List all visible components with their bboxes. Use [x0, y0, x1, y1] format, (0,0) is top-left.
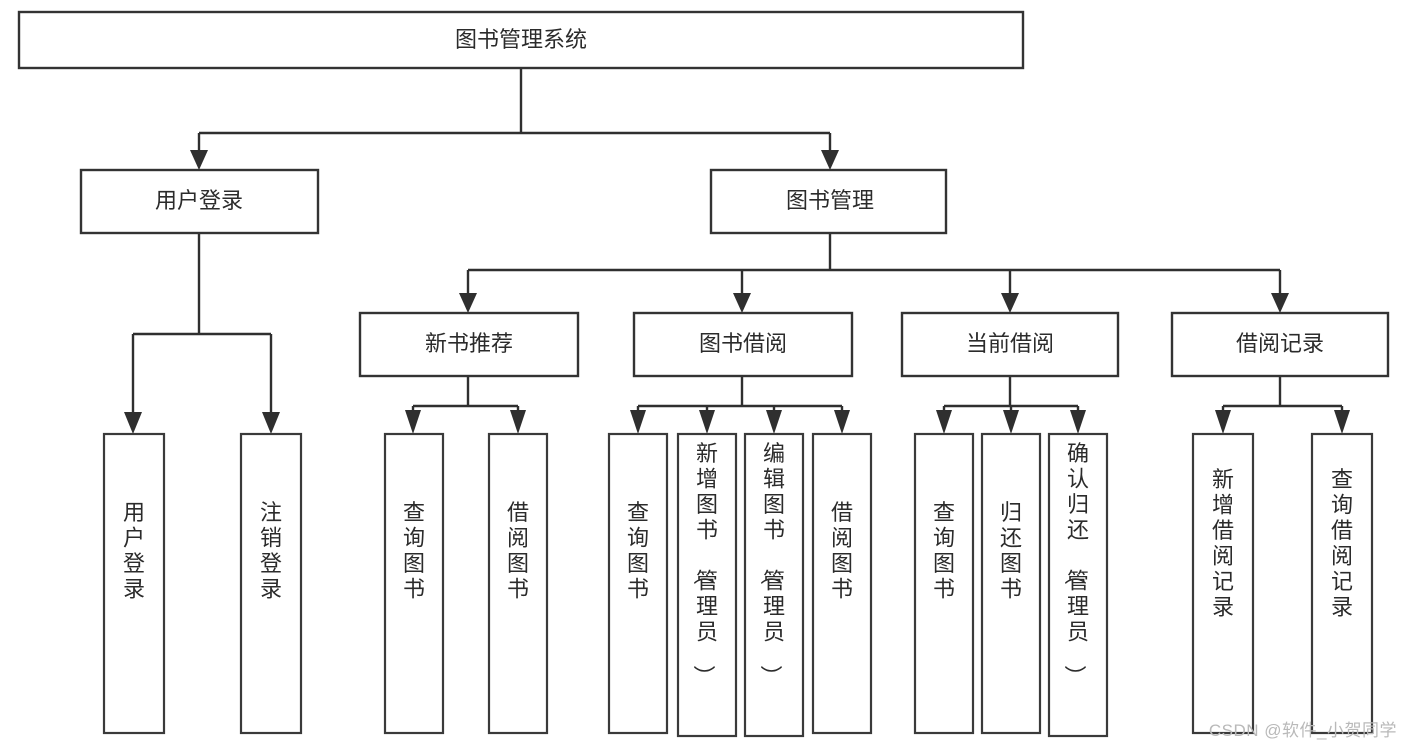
node-leaf-borrow-book-1[interactable]: 借阅图书 — [487, 432, 549, 735]
node-leaf-user-login-label: 用户登录 — [123, 500, 145, 602]
arrowhead-leaf-add-record — [1215, 410, 1231, 434]
arrowhead-user-login — [190, 150, 208, 170]
node-leaf-query-book-1-box[interactable] — [383, 432, 445, 735]
arrowhead-leaf-confirm-return — [1070, 410, 1086, 434]
node-borrow-record-box[interactable] — [1170, 311, 1390, 378]
node-leaf-query-book-1[interactable]: 查询图书 — [383, 432, 445, 735]
node-leaf-borrow-book-2[interactable]: 借阅图书 — [811, 432, 873, 735]
node-book-borrow[interactable]: 图书借阅 — [632, 311, 854, 378]
node-user-login[interactable]: 用户登录 — [79, 168, 320, 235]
node-leaf-add-record-label: 新增借阅记录 — [1212, 467, 1234, 620]
node-book-borrow-label: 图书借阅 — [699, 331, 787, 356]
arrowhead-leaf-user-login — [124, 412, 142, 434]
connector-layer — [124, 68, 1350, 434]
node-leaf-query-book-3-label: 查询图书 — [933, 500, 955, 602]
node-leaf-query-book-2[interactable]: 查询图书 — [607, 432, 669, 735]
arrowhead-leaf-return-book — [1003, 410, 1019, 434]
arrowhead-leaf-query-book-1 — [405, 410, 421, 434]
arrowhead-leaf-add-book — [699, 410, 715, 434]
node-leaf-add-book-label: 新增图书（管理员） — [691, 441, 718, 687]
node-current-borrow-label: 当前借阅 — [966, 331, 1054, 356]
arrowhead-leaf-query-book-2 — [630, 410, 646, 434]
node-leaf-query-book-2-box[interactable] — [607, 432, 669, 735]
node-leaf-user-login-box[interactable] — [102, 432, 166, 735]
node-leaf-logout-login[interactable]: 注销登录 — [239, 432, 303, 735]
node-leaf-user-login[interactable]: 用户登录 — [102, 432, 166, 735]
node-leaf-add-book-box[interactable] — [676, 432, 738, 738]
node-leaf-return-book-box[interactable] — [980, 432, 1042, 735]
node-leaf-confirm-return-label: 确认归还（管理员） — [1062, 441, 1089, 687]
node-new-book-recommend[interactable]: 新书推荐 — [358, 311, 580, 378]
node-leaf-return-book-label: 归还图书 — [1000, 500, 1022, 602]
node-book-borrow-box[interactable] — [632, 311, 854, 378]
node-leaf-add-book[interactable]: 新增图书（管理员） — [676, 432, 738, 738]
node-root-box[interactable] — [17, 10, 1025, 70]
node-leaf-query-book-3-box[interactable] — [913, 432, 975, 735]
node-leaf-logout-login-box[interactable] — [239, 432, 303, 735]
arrowhead-current-borrow — [1001, 293, 1019, 313]
node-borrow-record[interactable]: 借阅记录 — [1170, 311, 1390, 378]
node-new-book-recommend-box[interactable] — [358, 311, 580, 378]
arrowhead-leaf-borrow-book-1 — [510, 410, 526, 434]
node-leaf-edit-book[interactable]: 编辑图书（管理员） — [743, 432, 805, 738]
node-leaf-borrow-book-1-label: 借阅图书 — [507, 500, 529, 602]
node-user-login-box[interactable] — [79, 168, 320, 235]
node-leaf-query-record-label: 查询借阅记录 — [1331, 467, 1353, 620]
node-leaf-query-book-2-label: 查询图书 — [627, 500, 649, 602]
arrowhead-book-management — [821, 150, 839, 170]
node-root-label: 图书管理系统 — [455, 27, 587, 52]
node-leaf-query-book-1-label: 查询图书 — [403, 500, 425, 602]
node-leaf-borrow-book-2-box[interactable] — [811, 432, 873, 735]
node-leaf-query-record[interactable]: 查询借阅记录 — [1310, 432, 1374, 735]
node-book-management-box[interactable] — [709, 168, 948, 235]
arrowhead-leaf-edit-book — [766, 410, 782, 434]
node-book-management-label: 图书管理 — [786, 188, 874, 213]
node-leaf-query-book-3[interactable]: 查询图书 — [913, 432, 975, 735]
arrowhead-leaf-query-book-3 — [936, 410, 952, 434]
node-leaf-query-record-box[interactable] — [1310, 432, 1374, 735]
node-current-borrow[interactable]: 当前借阅 — [900, 311, 1120, 378]
node-root[interactable]: 图书管理系统 — [17, 10, 1025, 70]
node-leaf-add-record[interactable]: 新增借阅记录 — [1191, 432, 1255, 735]
arrowhead-leaf-logout-login — [262, 412, 280, 434]
node-leaf-borrow-book-1-box[interactable] — [487, 432, 549, 735]
arrowhead-leaf-query-record — [1334, 410, 1350, 434]
arrowhead-borrow-record — [1271, 293, 1289, 313]
node-leaf-borrow-book-2-label: 借阅图书 — [831, 500, 853, 602]
arrowhead-book-borrow — [733, 293, 751, 313]
arrowhead-new-book-recommend — [459, 293, 477, 313]
node-leaf-edit-book-box[interactable] — [743, 432, 805, 738]
node-user-login-label: 用户登录 — [155, 188, 243, 213]
node-leaf-logout-login-label: 注销登录 — [260, 500, 282, 602]
node-leaf-confirm-return-box[interactable] — [1047, 432, 1109, 738]
node-current-borrow-box[interactable] — [900, 311, 1120, 378]
node-leaf-return-book[interactable]: 归还图书 — [980, 432, 1042, 735]
node-borrow-record-label: 借阅记录 — [1236, 331, 1324, 356]
node-leaf-confirm-return[interactable]: 确认归还（管理员） — [1047, 432, 1109, 738]
node-leaf-add-record-box[interactable] — [1191, 432, 1255, 735]
node-book-management[interactable]: 图书管理 — [709, 168, 948, 235]
node-leaf-edit-book-label: 编辑图书（管理员） — [758, 441, 785, 687]
arrowhead-leaf-borrow-book-2 — [834, 410, 850, 434]
node-new-book-recommend-label: 新书推荐 — [425, 331, 513, 356]
